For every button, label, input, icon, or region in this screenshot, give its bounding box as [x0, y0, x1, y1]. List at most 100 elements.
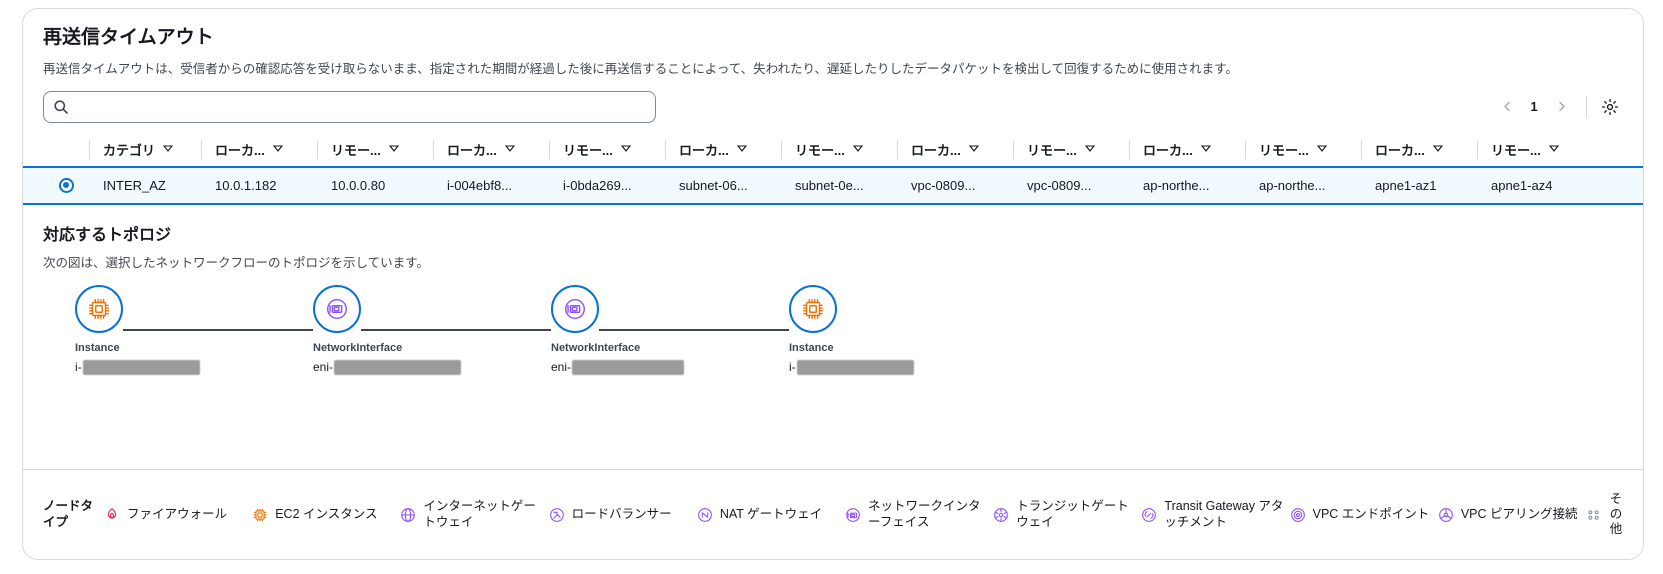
network-interface-icon — [565, 298, 585, 319]
caret-down-icon[interactable] — [736, 145, 747, 154]
table-column-header-8[interactable]: リモー... — [1013, 133, 1129, 166]
node-circle — [789, 284, 837, 333]
column-label: リモー... — [795, 142, 845, 158]
column-label: ローカ... — [447, 142, 497, 158]
search-input[interactable] — [69, 92, 655, 121]
topology-node-3[interactable]: Instance i- — [789, 284, 914, 375]
flows-table: カテゴリローカ...リモー...ローカ...リモー...ローカ...リモー...… — [23, 133, 1643, 205]
chevron-left-icon — [1503, 102, 1510, 112]
legend-item-7: Transit Gateway アタッチメント — [1140, 499, 1288, 530]
page-description: 再送信タイムアウトは、受信者からの確認応答を受け取らないまま、指定された期間が経… — [43, 61, 1238, 76]
topology-description: 次の図は、選択したネットワークフローのトポロジを示しています。 — [43, 255, 429, 270]
topology-edge-2 — [599, 328, 789, 331]
caret-down-icon[interactable] — [1200, 145, 1211, 154]
network-interface-icon — [327, 298, 347, 319]
pagination-page-1[interactable]: 1 — [1530, 99, 1538, 115]
column-label: カテゴリ — [103, 142, 156, 158]
node-circle — [551, 284, 599, 333]
table-header-row: カテゴリローカ...リモー...ローカ...リモー...ローカ...リモー...… — [23, 133, 1643, 166]
caret-down-icon[interactable] — [620, 145, 631, 154]
legend-item-8: VPC エンドポイント — [1289, 506, 1437, 524]
topology-node-2[interactable]: NetworkInterface eni- — [551, 284, 685, 375]
gear-icon — [1601, 98, 1619, 115]
column-label: リモー... — [1259, 142, 1309, 158]
caret-down-icon[interactable] — [1316, 145, 1327, 154]
column-label: リモー... — [563, 142, 613, 158]
nat-gateway-icon — [696, 506, 714, 524]
table-column-header-10[interactable]: リモー... — [1245, 133, 1361, 166]
table-cell-12: apne1-az4 — [1491, 177, 1553, 193]
topology-edge-0 — [123, 328, 313, 331]
radio-dot — [63, 182, 69, 189]
search-box[interactable] — [43, 90, 656, 123]
node-id-prefix: i- — [789, 360, 796, 375]
load-balancer-icon — [548, 506, 566, 524]
table-column-header-6[interactable]: リモー... — [781, 133, 897, 166]
node-type-label: Instance — [75, 341, 120, 354]
legend-overflow-char: の — [1609, 507, 1623, 521]
chevron-right-icon — [1558, 102, 1565, 112]
caret-down-icon[interactable] — [1432, 145, 1443, 154]
caret-down-icon[interactable] — [504, 145, 515, 154]
table-column-header-11[interactable]: ローカ... — [1361, 133, 1477, 166]
table-column-header-12[interactable]: リモー... — [1477, 133, 1593, 166]
table-column-header-1[interactable]: ローカ... — [201, 133, 317, 166]
table-column-header-5[interactable]: ローカ... — [665, 133, 781, 166]
caret-down-icon[interactable] — [272, 145, 283, 154]
column-label: リモー... — [1027, 142, 1077, 158]
node-circle — [313, 284, 361, 333]
caret-down-icon[interactable] — [1548, 145, 1559, 154]
node-id-redacted — [796, 359, 914, 375]
legend-item-5: ネットワークインターフェイス — [844, 499, 992, 530]
node-id: i- — [789, 359, 914, 375]
node-type-label: Instance — [789, 341, 834, 354]
table-cell-0: INTER_AZ — [103, 177, 166, 193]
legend-item-label: インターネットゲートウェイ — [423, 498, 536, 529]
pagination-divider — [1586, 95, 1587, 118]
transit-gateway-attachment-icon — [1140, 506, 1158, 524]
node-id-redacted — [334, 359, 462, 375]
column-label: ローカ... — [1143, 142, 1193, 158]
table-column-header-7[interactable]: ローカ... — [897, 133, 1013, 166]
pagination-next-button[interactable] — [1546, 92, 1576, 122]
caret-down-icon[interactable] — [852, 145, 863, 154]
table-cell-5: subnet-06... — [679, 177, 748, 193]
caret-down-icon[interactable] — [1084, 145, 1095, 154]
ec2-instance-icon — [251, 506, 269, 524]
table-cell-10: ap-northe... — [1259, 177, 1326, 193]
transit-gateway-icon — [992, 506, 1010, 524]
ec2-instance-icon — [803, 298, 823, 319]
table-column-header-4[interactable]: リモー... — [549, 133, 665, 166]
pagination-prev-button[interactable] — [1492, 92, 1522, 122]
table-column-header-3[interactable]: ローカ... — [433, 133, 549, 166]
node-type-label: NetworkInterface — [551, 341, 641, 354]
legend-item-3: ロードバランサー — [548, 506, 696, 524]
column-label: リモー... — [331, 142, 381, 158]
caret-down-icon[interactable] — [968, 145, 979, 154]
caret-down-icon[interactable] — [162, 145, 174, 154]
row-radio-button[interactable] — [43, 177, 89, 193]
legend-item-1: EC2 インスタンス — [251, 506, 399, 524]
caret-down-icon[interactable] — [388, 145, 399, 154]
legend-overflow-label: その他 — [1607, 492, 1625, 537]
legend-item-4: NAT ゲートウェイ — [696, 506, 844, 524]
table-cell-11: apne1-az1 — [1375, 177, 1437, 193]
table-column-header-9[interactable]: ローカ... — [1129, 133, 1245, 166]
vpc-peering-icon — [1437, 506, 1455, 524]
table-preferences-button[interactable] — [1597, 94, 1623, 120]
table-column-header-0[interactable]: カテゴリ — [89, 133, 201, 166]
node-id-prefix: eni- — [551, 360, 572, 375]
search-icon — [53, 99, 69, 115]
table-cell-3: i-004ebf8... — [447, 177, 513, 193]
more-nodes-icon — [1585, 506, 1603, 524]
legend-item-2: インターネットゲートウェイ — [399, 499, 547, 530]
column-label: ローカ... — [679, 142, 729, 158]
topology-title: 対応するトポロジ — [43, 226, 172, 244]
ec2-instance-icon — [89, 298, 109, 319]
retransmission-timeout-card: 再送信タイムアウト 再送信タイムアウトは、受信者からの確認応答を受け取らないまま… — [22, 8, 1644, 560]
table-column-header-2[interactable]: リモー... — [317, 133, 433, 166]
